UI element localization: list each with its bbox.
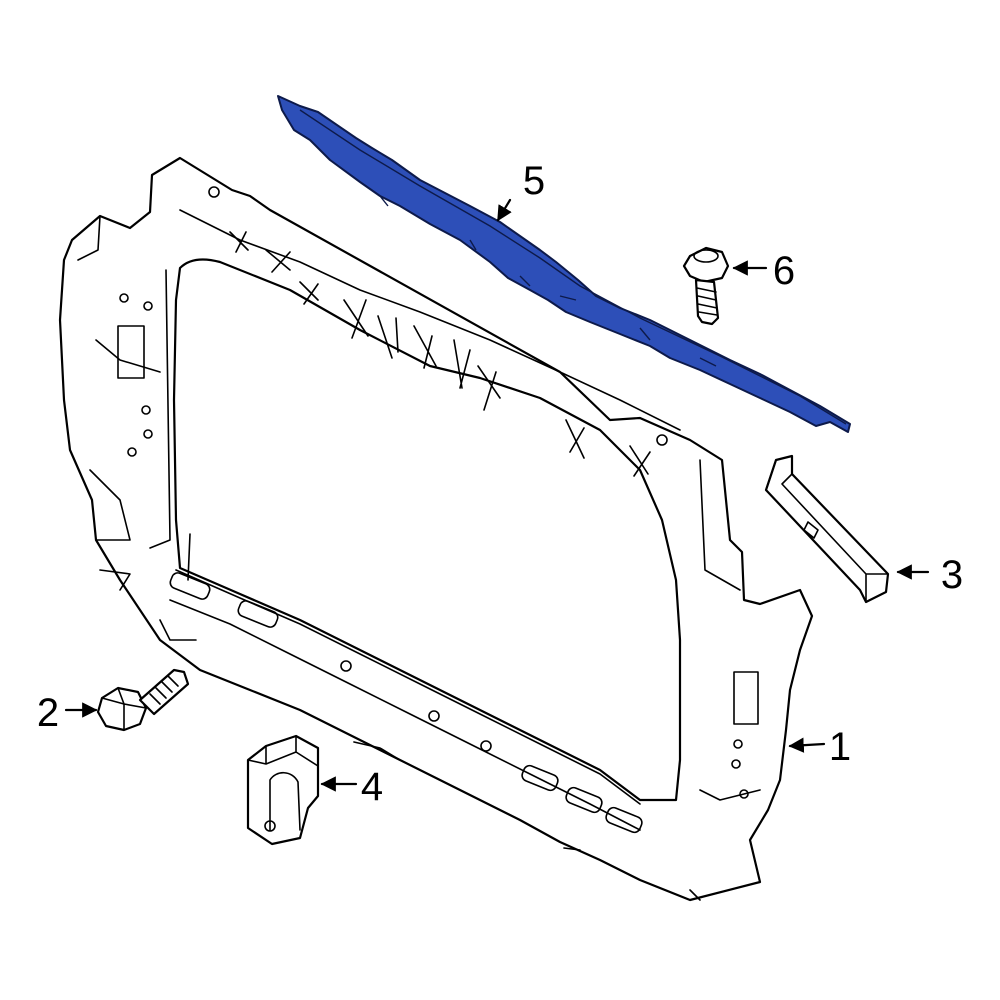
- callout-6: 6: [773, 249, 795, 293]
- callout-3: 3: [941, 553, 963, 597]
- callout-2: 2: [37, 691, 59, 735]
- leader-1: [788, 737, 826, 753]
- callout-5: 5: [523, 159, 545, 203]
- callout-4: 4: [361, 765, 383, 809]
- callout-1: 1: [829, 725, 851, 769]
- part-1-radiator-support[interactable]: [58, 156, 814, 902]
- part-6-screw[interactable]: [682, 246, 730, 326]
- part-5-upper-cover[interactable]: [277, 95, 851, 433]
- leader-5: [496, 198, 512, 222]
- part-2-bolt[interactable]: [96, 668, 190, 732]
- part-3-bracket[interactable]: [764, 454, 890, 604]
- part-4-clip[interactable]: [246, 734, 320, 846]
